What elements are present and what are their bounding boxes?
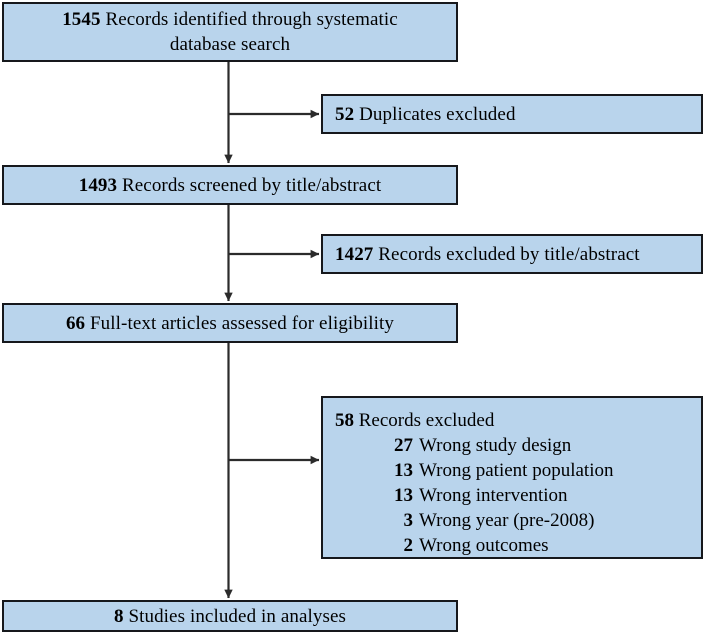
exclusion-reason-item: 13 Wrong intervention (323, 483, 701, 508)
node-studies-included-count: 8 (113, 605, 124, 627)
node-records-identified-text: 1545 Records identified through systemat… (4, 7, 456, 57)
node-records-identified-count: 1545 (62, 9, 101, 30)
node-fulltext-assessed-label: Full-text articles assessed for eligibil… (90, 312, 395, 334)
node-records-excluded-title-abstract: 1427 Records excluded by title/abstract (321, 234, 703, 274)
node-fulltext-assessed-text: 66 Full-text articles assessed for eligi… (4, 311, 456, 336)
node-records-screened: 1493 Records screened by title/abstract (2, 165, 458, 205)
exclusion-reason-count: 2 (403, 535, 414, 556)
node-fulltext-assessed-count: 66 (65, 312, 86, 334)
node-duplicates-excluded-label: Duplicates excluded (359, 103, 516, 125)
node-records-identified-label-line1: Records identified through systematic (105, 9, 398, 30)
node-records-screened-text: 1493 Records screened by title/abstract (4, 173, 456, 198)
exclusion-reason-count: 13 (394, 460, 413, 481)
exclusion-reason-list: 27 Wrong study design 13 Wrong patient p… (323, 433, 701, 558)
exclusion-reason-item: 27 Wrong study design (323, 433, 701, 458)
node-fulltext-assessed: 66 Full-text articles assessed for eligi… (2, 303, 458, 343)
node-records-excluded-heading: 58 Records excluded (323, 408, 701, 433)
exclusion-reason-item: 13 Wrong patient population (323, 458, 701, 483)
node-records-identified-label-line2: database search (169, 34, 291, 55)
node-duplicates-excluded-text: 52 Duplicates excluded (323, 102, 701, 127)
exclusion-reason-item: 3 Wrong year (pre-2008) (323, 508, 701, 533)
node-records-excluded-title-abstract-count: 1427 (335, 243, 374, 265)
node-records-excluded-title-abstract-text: 1427 Records excluded by title/abstract (323, 242, 701, 267)
node-records-excluded-label: Records excluded (358, 410, 495, 431)
exclusion-reason-label: Wrong study design (419, 435, 572, 456)
exclusion-reason-item: 2 Wrong outcomes (323, 533, 701, 558)
exclusion-reason-label: Wrong outcomes (419, 535, 549, 556)
exclusion-reason-label: Wrong patient population (419, 460, 614, 481)
node-records-screened-label: Records screened by title/abstract (121, 174, 382, 196)
exclusion-reason-label: Wrong year (pre-2008) (419, 510, 595, 531)
node-studies-included: 8 Studies included in analyses (2, 600, 458, 632)
node-records-excluded-title-abstract-label: Records excluded by title/abstract (378, 243, 640, 265)
node-records-excluded-reasons: 58 Records excluded 27 Wrong study desig… (321, 396, 703, 559)
node-studies-included-label: Studies included in analyses (128, 605, 347, 627)
node-records-identified: 1545 Records identified through systemat… (2, 2, 458, 62)
exclusion-reason-count: 3 (403, 510, 414, 531)
node-records-excluded-count: 58 (335, 410, 354, 431)
node-records-screened-count: 1493 (78, 174, 118, 196)
node-duplicates-excluded-count: 52 (335, 103, 355, 125)
exclusion-reason-count: 13 (394, 485, 413, 506)
exclusion-reason-label: Wrong intervention (419, 485, 568, 506)
node-duplicates-excluded: 52 Duplicates excluded (321, 94, 703, 134)
exclusion-reason-count: 27 (394, 435, 413, 456)
node-studies-included-text: 8 Studies included in analyses (4, 604, 456, 629)
